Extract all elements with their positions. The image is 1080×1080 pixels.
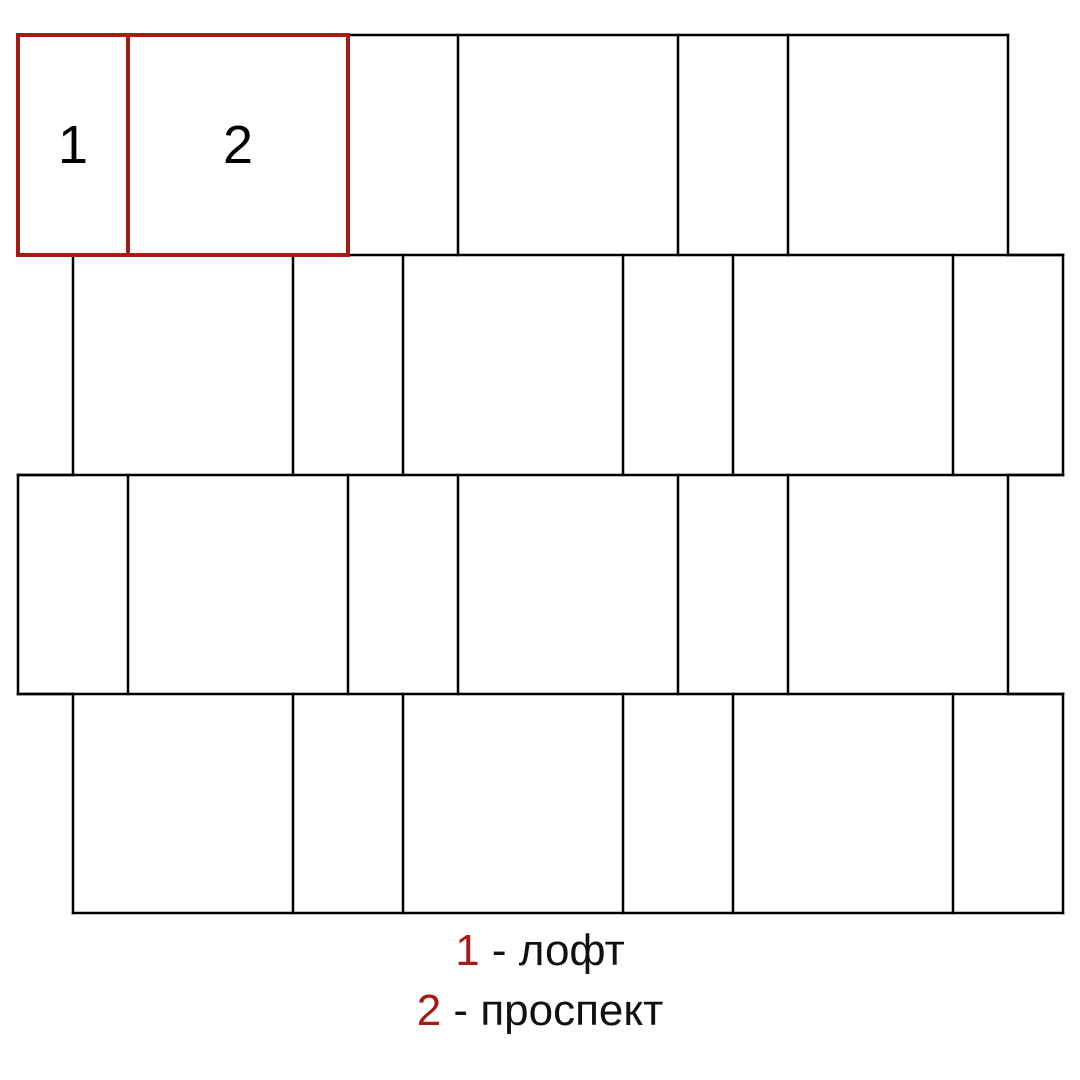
loft-tile-label: 1: [58, 115, 88, 175]
highlight-group: [16, 33, 350, 257]
prospekt-tile-label: 2: [223, 115, 253, 175]
legend-number: 1: [455, 926, 480, 975]
legend-text: проспект: [480, 986, 664, 1035]
prospekt-tile-outline: [126, 33, 350, 257]
legend-item-prospekt: 2 - проспект: [0, 986, 1080, 1036]
legend-text: лофт: [518, 926, 625, 975]
legend-separator: -: [441, 986, 481, 1035]
legend-separator: -: [479, 926, 519, 975]
legend-item-loft: 1 - лофт: [0, 926, 1080, 976]
legend-number: 2: [416, 986, 442, 1035]
grid-lines: [16, 33, 1065, 915]
